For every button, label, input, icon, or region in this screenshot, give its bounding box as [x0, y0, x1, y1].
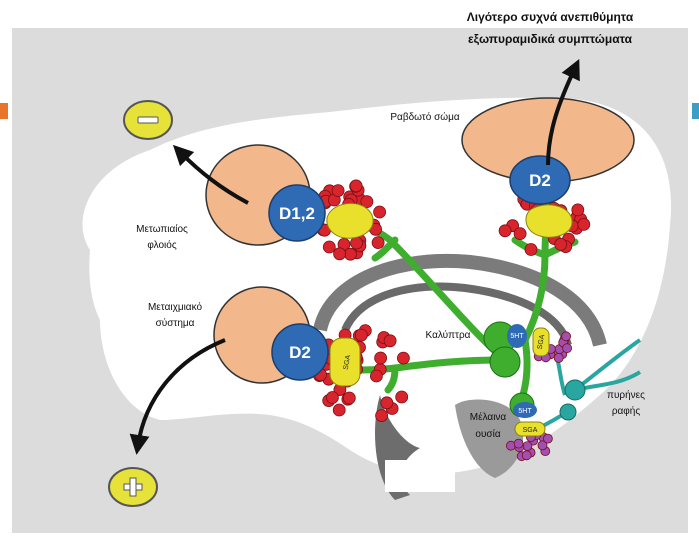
title-line-2: εξωπυραμιδικά συμπτώματα: [468, 32, 633, 46]
label-striatum: Ραβδωτό σώμα: [390, 111, 459, 123]
accent-mark-left: [0, 103, 8, 119]
label-substantia-1: Μέλαινα: [470, 411, 507, 423]
receptor-striatal: D2: [509, 155, 571, 205]
label-limbic-1: Μεταιχμιακό: [148, 301, 202, 313]
dot: [375, 409, 389, 423]
dot: [537, 440, 548, 451]
capsule-arc-inner: [341, 282, 572, 347]
dot: [342, 391, 356, 405]
dot: [350, 236, 363, 250]
label-frontal-cortex-2: φλοιός: [147, 239, 176, 251]
dot: [521, 450, 532, 461]
dot: [543, 433, 553, 444]
dot: [513, 227, 527, 241]
dot: [380, 396, 394, 410]
dot: [562, 343, 572, 354]
dot: [331, 184, 345, 198]
drug-capsule: [532, 327, 550, 357]
receptor-striatal-label: D2: [529, 171, 551, 190]
sga-substantia-label: SGA: [523, 427, 538, 434]
arrow-to-title: [546, 58, 580, 166]
dot: [349, 179, 363, 193]
receptor-5ht-capsule-label: 5HT: [510, 333, 524, 340]
sga-capsule-label: SGA: [537, 334, 547, 350]
raphe-somas: [559, 379, 586, 421]
dot: [360, 195, 374, 209]
receptor-5ht-substantia: 5HT: [513, 402, 537, 418]
dot: [333, 247, 347, 261]
dot: [524, 243, 538, 256]
drug-frontal: [326, 202, 374, 239]
dot: [513, 438, 524, 449]
dot: [395, 390, 409, 404]
drug-substantia: [514, 421, 546, 437]
arrow-to-minus: [172, 144, 249, 205]
receptor-5ht-capsule: 5HT: [507, 324, 527, 348]
dot: [343, 247, 357, 261]
cerebellum-shape: [455, 399, 524, 478]
label-limbic-2: σύστημα: [156, 317, 195, 329]
capsule-arc-outer: [313, 253, 607, 347]
dot: [373, 205, 387, 219]
dot: [374, 351, 388, 365]
accent-mark-right: [692, 103, 699, 119]
plus-sign: [108, 467, 158, 507]
receptor-5ht-substantia-label: 5HT: [518, 408, 532, 415]
dopamine-neuron-somas: [483, 321, 535, 418]
dot: [561, 331, 571, 342]
receptor-frontal-label: D1,2: [279, 204, 315, 223]
drug-limbic: [329, 337, 361, 387]
dot: [322, 240, 336, 254]
dot: [553, 352, 564, 363]
arrow-to-plus: [129, 338, 226, 455]
dot: [522, 441, 533, 452]
label-frontal-cortex-1: Μετωπιαίος: [136, 223, 188, 235]
dot: [369, 369, 383, 383]
dot: [396, 351, 410, 365]
receptor-frontal: D1,2: [268, 184, 326, 242]
dot: [498, 224, 512, 238]
dot: [354, 328, 368, 342]
serotonin-cluster-lower: [505, 430, 553, 462]
label-raphe-2: ραφής: [612, 405, 641, 417]
drug-striatal: [525, 204, 573, 238]
dot: [332, 403, 346, 417]
dot: [371, 236, 385, 250]
dot: [577, 217, 591, 231]
label-raphe-1: πυρήνες: [607, 389, 645, 401]
bottom-gap: [385, 460, 455, 492]
label-substantia-2: ουσία: [475, 428, 500, 440]
sga-limbic-label: SGA: [343, 354, 353, 370]
dot: [383, 334, 397, 348]
receptor-limbic-label: D2: [289, 343, 311, 362]
title-line-1: Λιγότερο συχνά ανεπιθύμητα: [467, 10, 634, 24]
dot: [554, 237, 568, 251]
minus-sign: [123, 100, 173, 140]
label-capsule: Καλύπτρα: [426, 329, 471, 341]
dot: [325, 391, 339, 404]
dot: [571, 203, 585, 217]
receptor-limbic: D2: [271, 323, 329, 381]
